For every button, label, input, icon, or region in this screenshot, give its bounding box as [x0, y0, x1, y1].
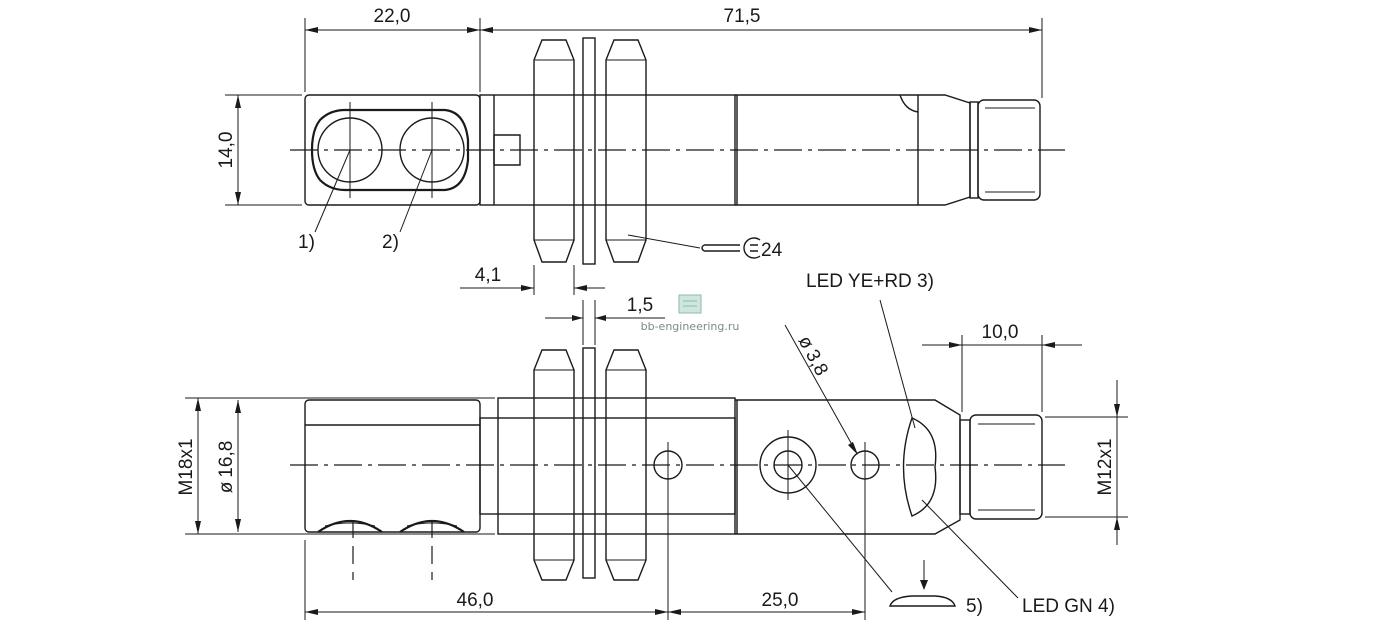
dim-dia-16-8-value: 16,8 — [216, 441, 237, 478]
top-view — [290, 37, 1065, 265]
dim-dia-16-8: ø 16,8 — [216, 441, 237, 494]
wrench-size: 24 — [761, 240, 783, 261]
hex-nut-1 — [533, 39, 575, 263]
dim-46-0: 46,0 — [457, 590, 494, 611]
dim-10-0: 10,0 — [982, 322, 1019, 343]
watermark-text: bb-engineering.ru — [641, 320, 740, 333]
dim-dia-3-8-value: 3,8 — [801, 346, 832, 379]
dim-dia-3-8: ø3,8 — [794, 332, 832, 379]
washer — [582, 37, 596, 265]
wrench-icon — [701, 244, 740, 252]
watermark: bb-engineering.ru — [641, 294, 740, 333]
dim-25-0: 25,0 — [762, 590, 799, 611]
dim-m18x1: M18x1 — [176, 438, 197, 495]
label-led-ye-rd: LED YE+RD 3) — [806, 271, 934, 292]
dim-14-0: 14,0 — [216, 132, 237, 169]
callout-1: 1) — [298, 232, 315, 253]
label-led-gn: LED GN 4) — [1022, 596, 1115, 617]
dim-4-1: 4,1 — [475, 265, 501, 286]
potentiometer-icon — [889, 595, 956, 607]
dim-m12x1: M12x1 — [1095, 438, 1116, 495]
dim-71-5: 71,5 — [724, 6, 761, 27]
top-dimensions: 22,0 71,5 14,0 1) 2) 24 4,1 — [216, 6, 1043, 345]
callout-2: 2) — [382, 232, 399, 253]
led-window — [902, 417, 937, 517]
side-view — [290, 347, 1065, 581]
diameter-symbol: ø — [216, 481, 237, 493]
dim-1-5: 1,5 — [627, 295, 653, 316]
side-dimensions: M18x1 ø 16,8 ø3,8 LED YE+RD 3) 10,0 M12x1 — [176, 271, 1128, 620]
callout-5: 5) — [966, 596, 983, 617]
hex-nut-2 — [605, 39, 647, 263]
dim-22-0: 22,0 — [374, 6, 411, 27]
